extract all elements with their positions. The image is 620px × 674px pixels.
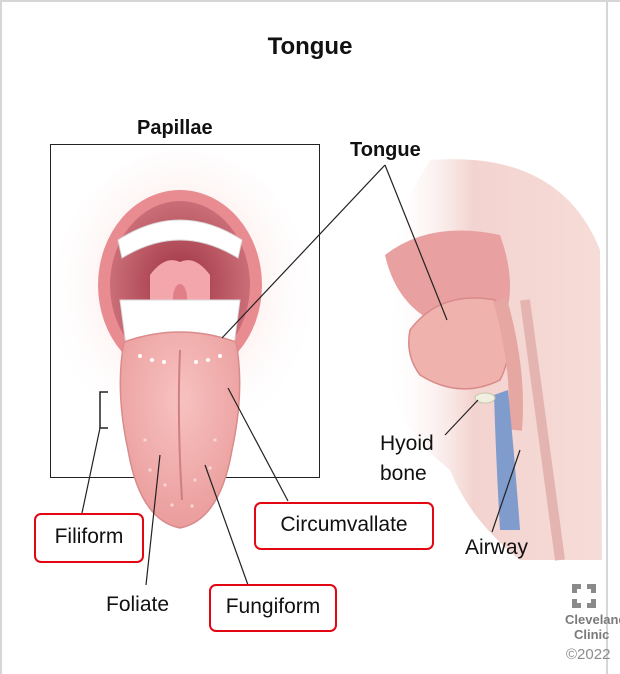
circumvallate-label: Circumvallate <box>256 513 432 537</box>
hyoid-label-line2: bone <box>380 462 427 486</box>
side-head-illustration <box>385 159 602 560</box>
leader-fungiform <box>205 465 248 585</box>
foliate-label: Foliate <box>106 593 169 617</box>
filiform-label: Filiform <box>36 525 142 549</box>
airway-label: Airway <box>465 536 528 560</box>
cleveland-clinic-cross-icon <box>570 582 598 610</box>
filiform-label-box: Filiform <box>34 513 144 563</box>
hyoid-label-line1: Hyoid <box>380 432 434 456</box>
logo-line2: Clinic <box>574 627 609 642</box>
hyoid-bone <box>475 393 495 403</box>
leader-filiform <box>82 428 100 513</box>
circumvallate-label-box: Circumvallate <box>254 502 434 550</box>
fungiform-label: Fungiform <box>211 595 335 619</box>
fungiform-label-box: Fungiform <box>209 584 337 632</box>
copyright: ©2022 <box>566 646 610 663</box>
logo-line1: Cleveland <box>565 612 620 627</box>
